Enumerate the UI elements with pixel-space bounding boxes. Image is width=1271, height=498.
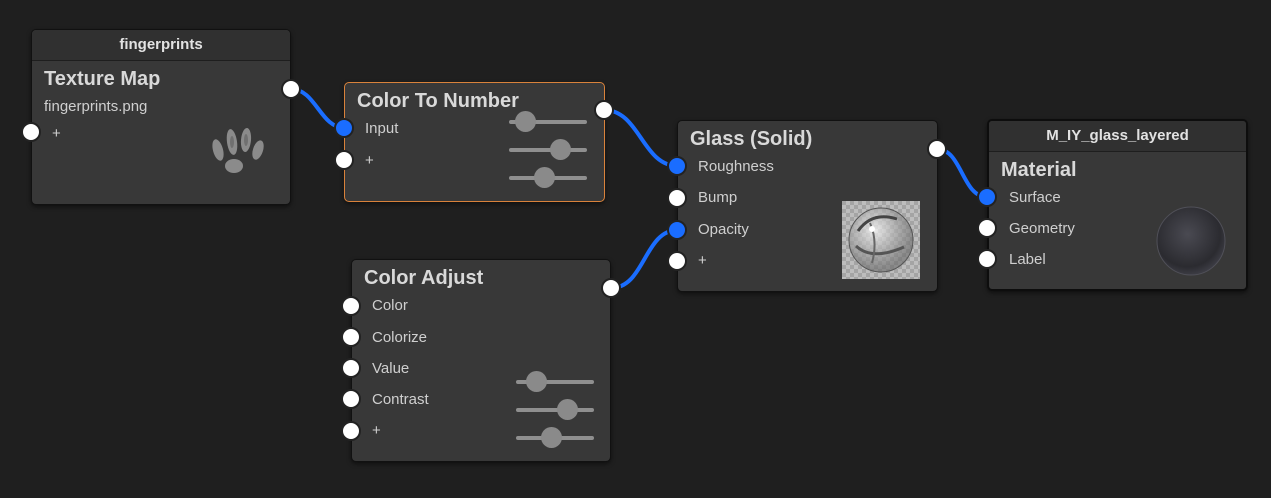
hand-print-icon [212,128,264,173]
color-adjust-output-port[interactable] [601,278,621,298]
wire-colortonumber-to-roughness[interactable] [603,108,679,168]
glass-sphere-icon [842,201,920,279]
glass-bump-port[interactable] [667,188,687,208]
glass-output-port[interactable] [927,139,947,159]
color-adjust-slider-1[interactable] [516,371,594,392]
color-to-number-input-port[interactable] [334,118,354,138]
glass-add-label[interactable]: + [698,252,707,269]
slider-thumb[interactable] [525,371,547,392]
material-title: Material [1001,159,1077,181]
texture-map-title: Texture Map [44,68,161,90]
glass-bump-label: Bump [698,189,738,206]
color-adjust-node[interactable]: Color Adjust Color Colorize Value Contra… [351,259,611,462]
color-to-number-slider-1[interactable] [509,111,587,132]
color-adjust-colorize-label: Colorize [372,329,428,346]
texture-map-add-input-label[interactable]: + [52,125,61,142]
slider-thumb[interactable] [549,139,571,160]
color-to-number-output-port[interactable] [594,100,614,120]
material-sphere-icon [1156,206,1226,276]
material-surface-label: Surface [1009,189,1061,206]
color-adjust-value-port[interactable] [341,358,361,378]
texture-map-input-port[interactable] [21,122,41,142]
color-to-number-slider-3[interactable] [509,167,587,188]
slider-thumb[interactable] [541,427,563,448]
color-to-number-slider-2[interactable] [509,139,587,160]
material-geometry-port[interactable] [977,218,997,238]
material-surface-port[interactable] [977,187,997,207]
color-adjust-add-port[interactable] [341,421,361,441]
slider-thumb[interactable] [514,111,536,132]
material-node[interactable]: M_IY_glass_layered Material Surface Geom… [987,119,1248,291]
color-adjust-color-label: Color [372,297,408,314]
color-to-number-input-label: Input [365,120,399,137]
texture-map-node[interactable]: fingerprints Texture Map fingerprints.pn… [31,29,291,205]
material-geometry-label: Geometry [1009,220,1075,237]
color-to-number-add-port[interactable] [334,150,354,170]
color-to-number-add-label[interactable]: + [365,152,374,169]
slider-thumb[interactable] [534,167,556,188]
glass-solid-title: Glass (Solid) [690,128,813,150]
color-adjust-colorize-port[interactable] [341,327,361,347]
glass-opacity-label: Opacity [698,221,749,238]
material-label-port[interactable] [977,249,997,269]
color-to-number-title: Color To Number [357,90,519,112]
glass-solid-node[interactable]: Glass (Solid) Roughness Bump Opacity + [677,120,938,292]
texture-map-header: fingerprints [32,30,290,61]
color-adjust-contrast-port[interactable] [341,389,361,409]
glass-add-port[interactable] [667,251,687,271]
material-header: M_IY_glass_layered [989,121,1246,152]
color-adjust-value-label: Value [372,360,410,377]
color-adjust-slider-2[interactable] [516,399,594,420]
color-adjust-title: Color Adjust [364,267,484,289]
color-adjust-color-port[interactable] [341,296,361,316]
glass-roughness-port[interactable] [667,156,687,176]
material-label-label: Label [1009,251,1046,268]
glass-roughness-label: Roughness [698,158,774,175]
texture-map-filename: fingerprints.png [44,98,148,115]
color-adjust-slider-3[interactable] [516,427,594,448]
color-to-number-node[interactable]: Color To Number Input + [344,82,605,202]
glass-opacity-port[interactable] [667,220,687,240]
color-adjust-add-label[interactable]: + [372,422,381,439]
texture-map-output-port[interactable] [281,79,301,99]
slider-thumb[interactable] [556,399,578,420]
color-adjust-contrast-label: Contrast [372,391,429,408]
